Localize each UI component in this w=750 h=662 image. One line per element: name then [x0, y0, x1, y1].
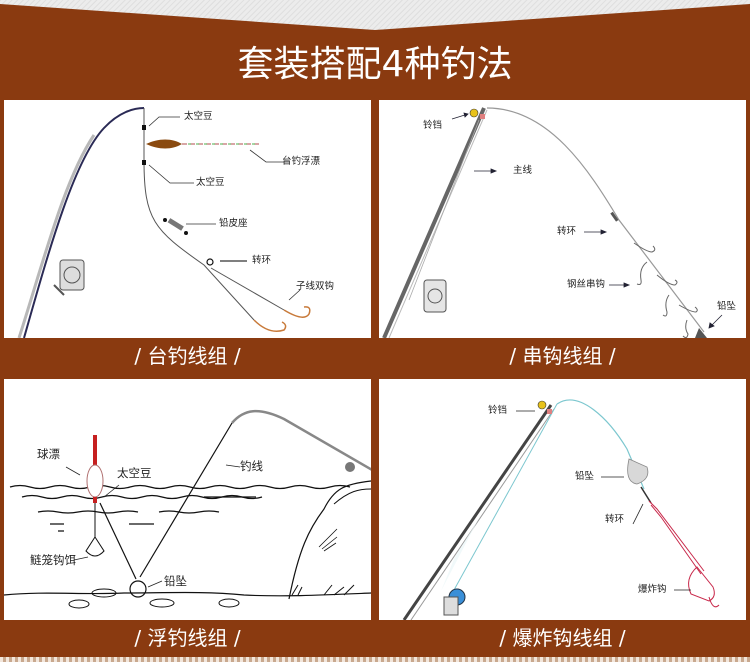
bell-icon: [537, 400, 552, 414]
label-lead-holder: 铅皮座: [219, 218, 248, 229]
tai-rig-illustration: [17, 107, 311, 338]
panel-float-rig: 球漂 太空豆 钓线 鲢笼钩饵 铅坠: [4, 379, 371, 620]
label-swivel: 转环: [557, 226, 577, 237]
caption-string-hook-rig: / 串钩线组 /: [509, 344, 616, 368]
reel-icon: [443, 588, 466, 616]
label-sinker: 铅坠: [575, 471, 595, 482]
panel-explosion-hook-rig: 铃铛 铅坠 转环 爆炸钩: [379, 379, 746, 620]
label-space-bead-1: 太空豆: [184, 111, 213, 122]
header-banner: [0, 0, 750, 100]
page-title: 套装搭配4种钓法: [237, 44, 513, 85]
reel-icon: [423, 279, 447, 313]
label-swivel: 转环: [605, 514, 625, 525]
panel-tai-rig: 太空豆 台钓浮漂 太空豆 铅皮座 转环 子线双钩: [4, 100, 371, 338]
label-sinker: 铅坠: [164, 574, 187, 588]
label-wire-string-hook: 钢丝串钩: [567, 279, 606, 290]
bell-icon: [469, 108, 485, 119]
caption-float-rig: / 浮钓线组 /: [134, 626, 241, 650]
label-sinker: 铅坠: [717, 301, 737, 312]
label-space-bead: 太空豆: [117, 466, 152, 480]
label-swivel: 转环: [252, 255, 272, 266]
label-cage-bait: 鲢笼钩饵: [30, 553, 76, 567]
label-explosion-hook: 爆炸钩: [638, 584, 667, 595]
panel-string-hook-rig: 铃铛 主线 转环 钢丝串钩 铅坠: [379, 100, 746, 338]
label-ball-float: 球漂: [37, 447, 60, 461]
label-main-line: 主线: [513, 165, 533, 176]
label-bell: 铃铛: [423, 120, 443, 131]
reel-icon: [53, 259, 85, 296]
explosion-hook-illustration: [402, 399, 720, 620]
string-hook-illustration: [382, 107, 723, 338]
label-bell: 铃铛: [488, 405, 508, 416]
label-tai-float: 台钓浮漂: [282, 156, 321, 167]
caption-explosion-hook-rig: / 爆炸钩线组 /: [499, 626, 626, 650]
caption-tai-rig: / 台钓线组 /: [134, 344, 241, 368]
bottom-dotted-edge: [0, 657, 750, 662]
float-rig-illustration: [4, 410, 371, 609]
label-double-hook: 子线双钩: [296, 281, 335, 292]
label-space-bead-2: 太空豆: [196, 177, 225, 188]
label-fishing-line: 钓线: [240, 459, 263, 473]
